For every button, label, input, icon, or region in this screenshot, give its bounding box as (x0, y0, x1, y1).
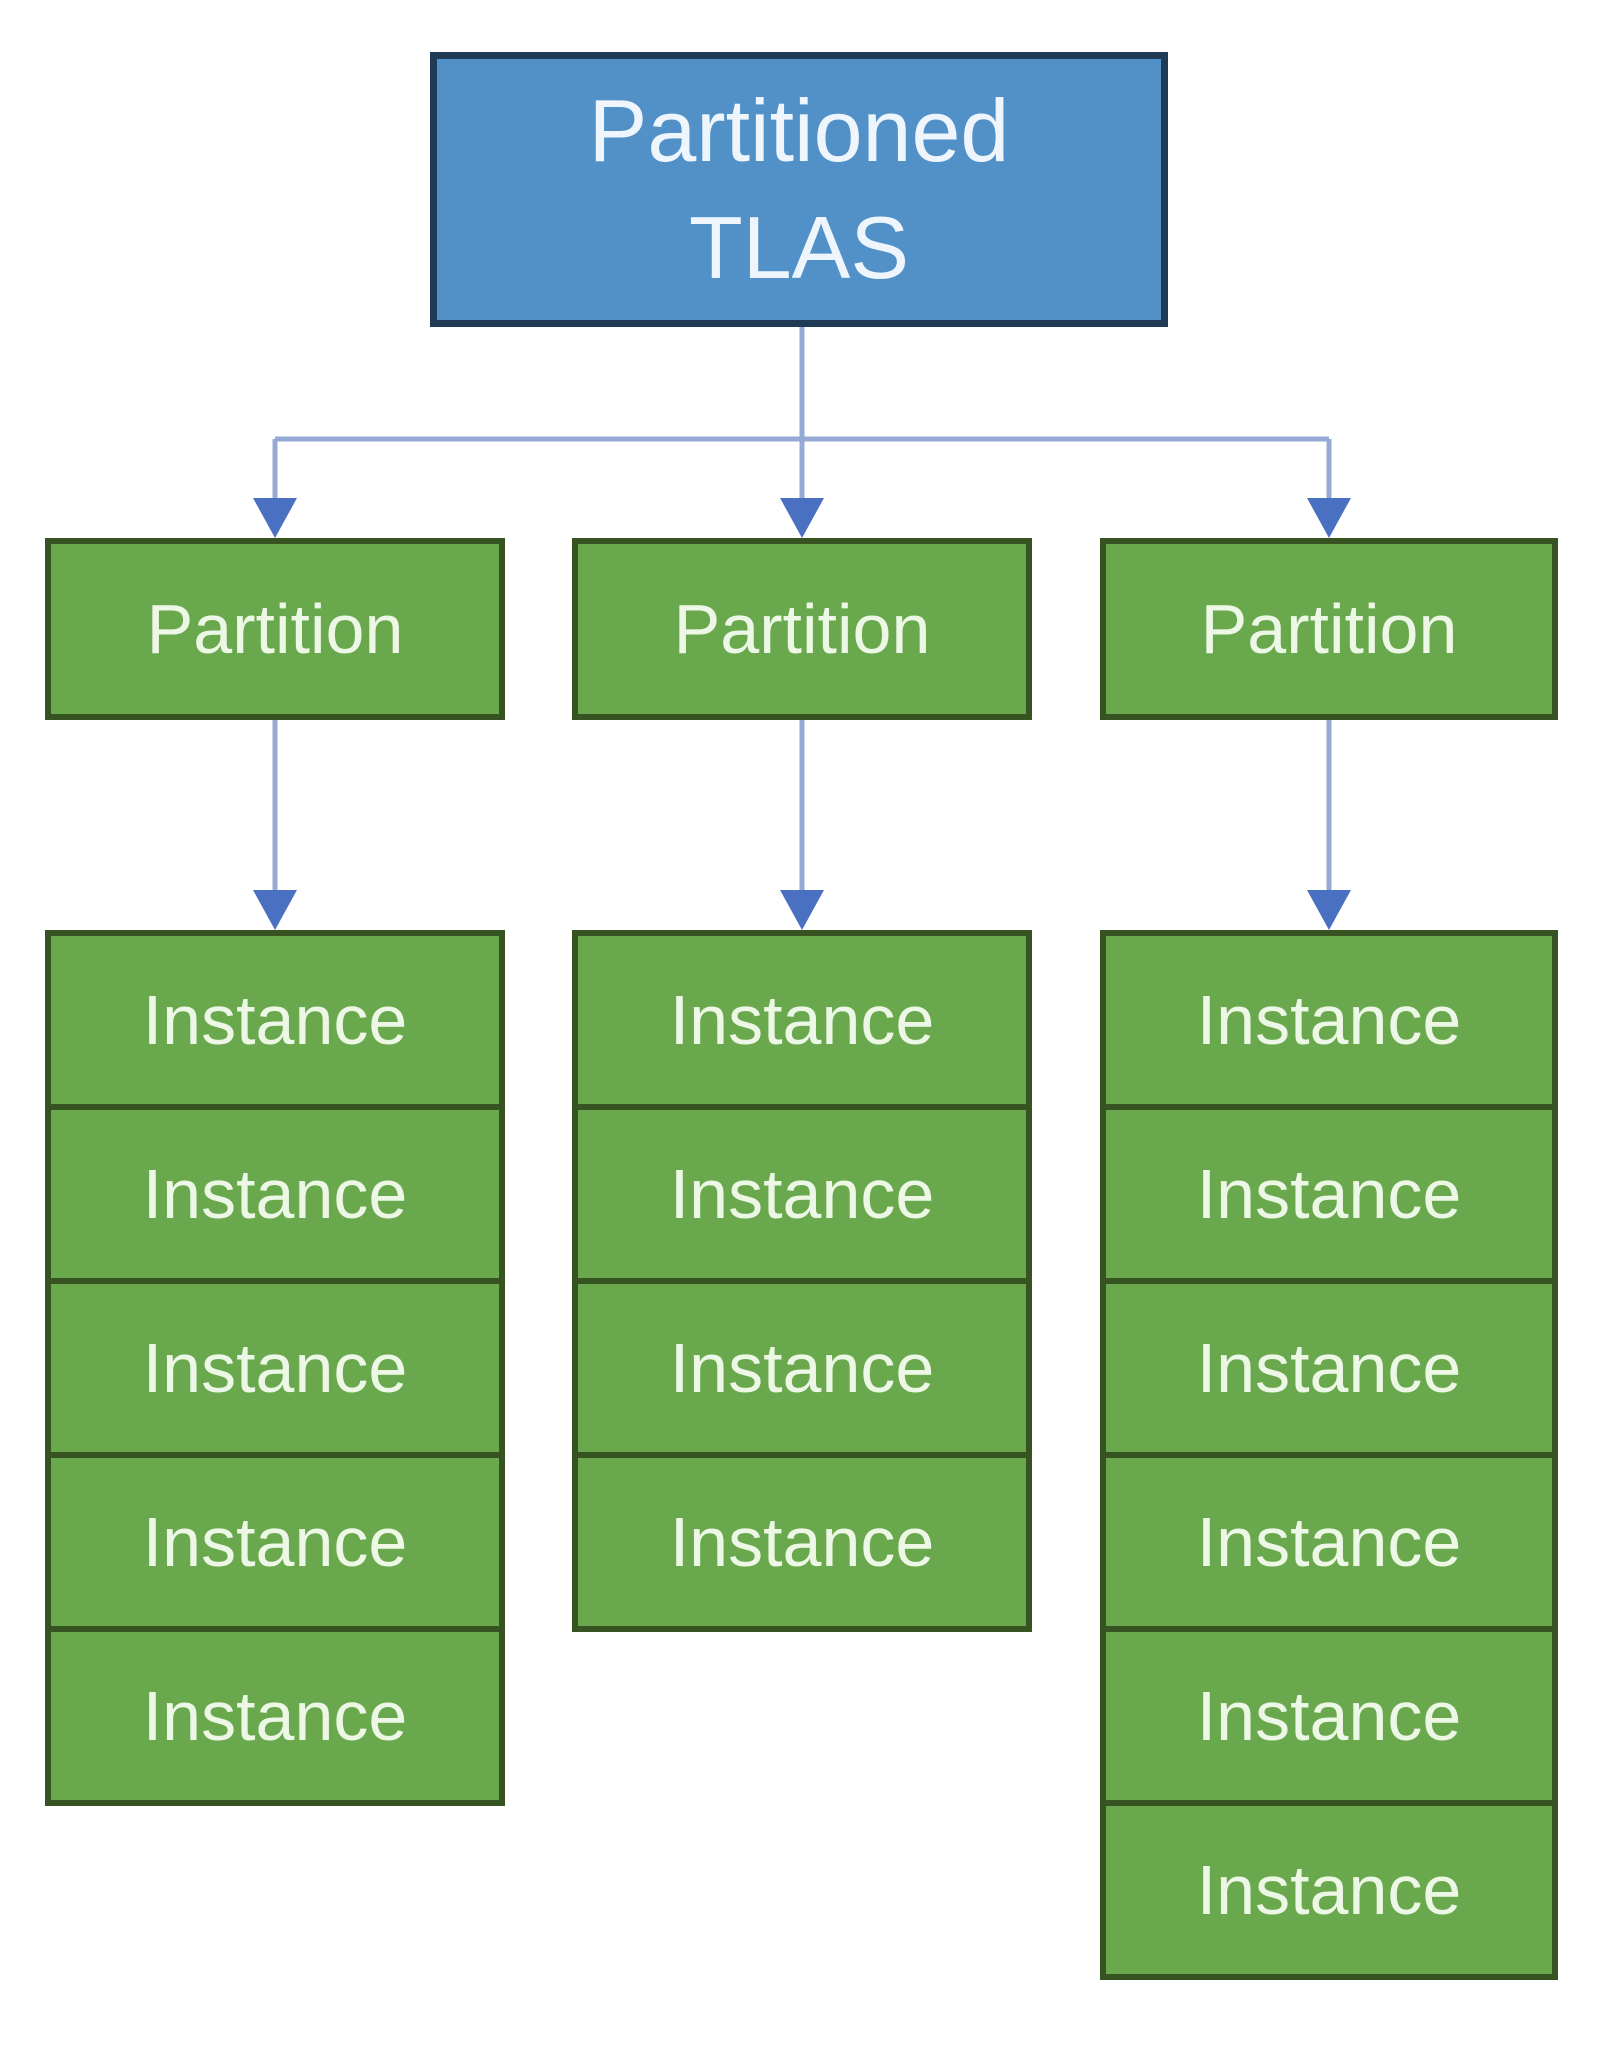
instance-node: Instance (1100, 1104, 1558, 1284)
partition-to-instances-connector (253, 720, 297, 930)
instance-node: Instance (45, 930, 505, 1110)
instance-node: Instance (1100, 1800, 1558, 1980)
instance-stack: Instance Instance Instance Instance (572, 930, 1032, 1632)
arrowhead-down-icon (1307, 498, 1351, 538)
instance-stack: Instance Instance Instance Instance Inst… (45, 930, 505, 1806)
partition-to-instances-connector (1307, 720, 1351, 930)
partition-node: Partition (1100, 538, 1558, 720)
instance-node: Instance (572, 1278, 1032, 1458)
instance-node: Instance (1100, 1626, 1558, 1806)
instance-node: Instance (1100, 930, 1558, 1110)
instance-node: Instance (572, 1452, 1032, 1632)
instance-node: Instance (45, 1626, 505, 1806)
partition-node: Partition (45, 538, 505, 720)
arrowhead-down-icon (253, 890, 297, 930)
instance-node: Instance (572, 930, 1032, 1110)
tlas-branch-connector (253, 327, 1351, 538)
arrowhead-down-icon (253, 498, 297, 538)
arrowhead-down-icon (780, 498, 824, 538)
arrowhead-down-icon (780, 890, 824, 930)
instance-node: Instance (45, 1278, 505, 1458)
arrowhead-down-icon (1307, 890, 1351, 930)
instance-node: Instance (45, 1104, 505, 1284)
instance-node: Instance (572, 1104, 1032, 1284)
instance-node: Instance (45, 1452, 505, 1632)
instance-stack: Instance Instance Instance Instance Inst… (1100, 930, 1558, 1980)
root-node-label: Partitioned TLAS (588, 81, 1010, 297)
root-node-partitioned-tlas: Partitioned TLAS (430, 52, 1168, 327)
partition-to-instances-connector (780, 720, 824, 930)
instance-node: Instance (1100, 1278, 1558, 1458)
instance-node: Instance (1100, 1452, 1558, 1632)
partition-node: Partition (572, 538, 1032, 720)
